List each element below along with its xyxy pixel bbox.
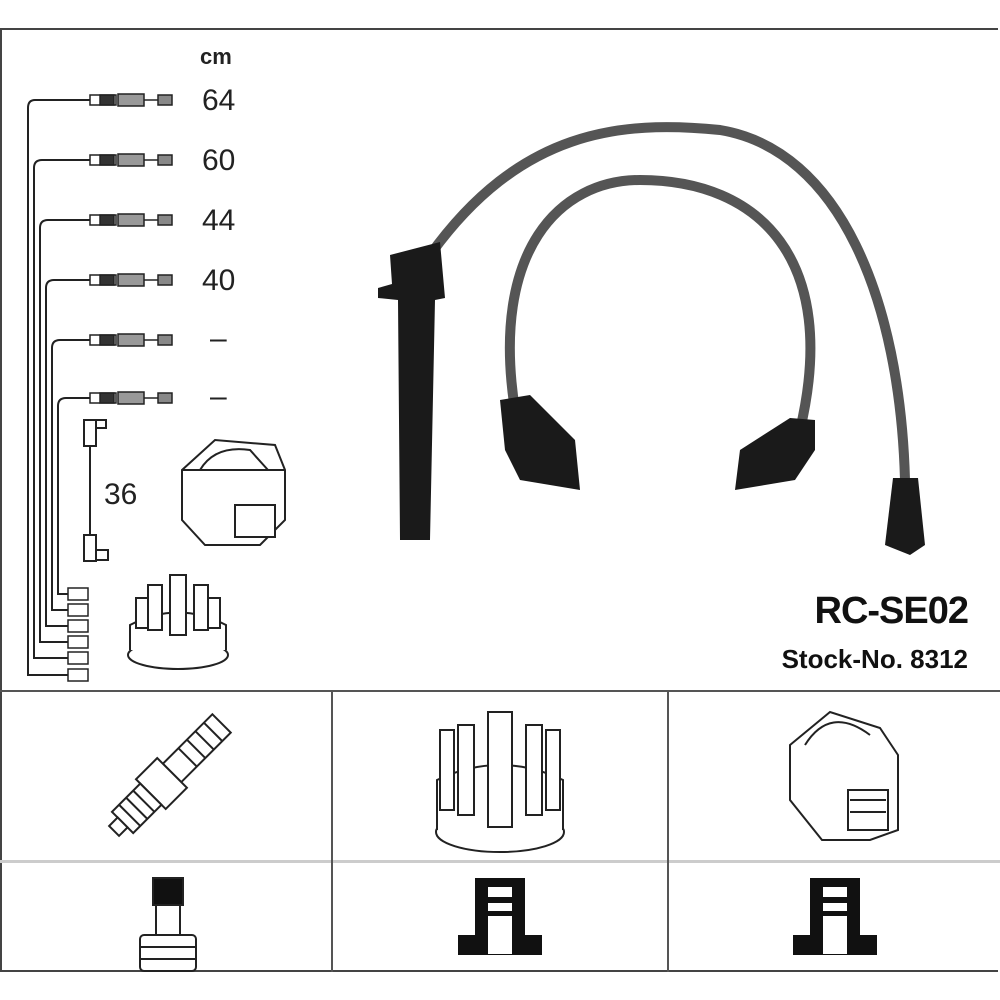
cable-length-2: 60 bbox=[202, 144, 236, 177]
spark-plug-icon bbox=[107, 712, 233, 838]
distributor-terminal-icon bbox=[458, 878, 542, 955]
product-code: RC-SE02 bbox=[814, 590, 969, 632]
ignition-cables-photo bbox=[425, 122, 910, 485]
distributor-cap-icon bbox=[435, 711, 565, 853]
stock-number: Stock-No. 8312 bbox=[781, 644, 968, 674]
unit-label: cm bbox=[200, 44, 232, 69]
spark-plug-terminal-icon bbox=[139, 877, 197, 972]
cable-length-1: 64 bbox=[202, 84, 236, 117]
cable-length-6: – bbox=[210, 380, 227, 413]
distributor-cap-small bbox=[127, 574, 229, 670]
cable-boots bbox=[378, 242, 925, 555]
cable-schematic bbox=[27, 99, 90, 676]
coil-cable bbox=[83, 419, 109, 562]
divider bbox=[0, 690, 1000, 692]
distributor-terminals bbox=[67, 587, 89, 682]
coil-cable-length: 36 bbox=[104, 478, 138, 511]
divider bbox=[0, 860, 1000, 863]
ignition-coil-small bbox=[181, 438, 286, 546]
divider bbox=[331, 690, 333, 972]
diagram-frame bbox=[0, 28, 998, 972]
coil-terminal-icon bbox=[793, 878, 877, 955]
divider bbox=[667, 690, 669, 972]
cable-connectors bbox=[89, 93, 173, 405]
cable-length-3: 44 bbox=[202, 204, 236, 237]
cable-length-5: – bbox=[210, 322, 227, 355]
cable-length-4: 40 bbox=[202, 264, 236, 297]
ignition-coil-icon bbox=[789, 710, 899, 841]
